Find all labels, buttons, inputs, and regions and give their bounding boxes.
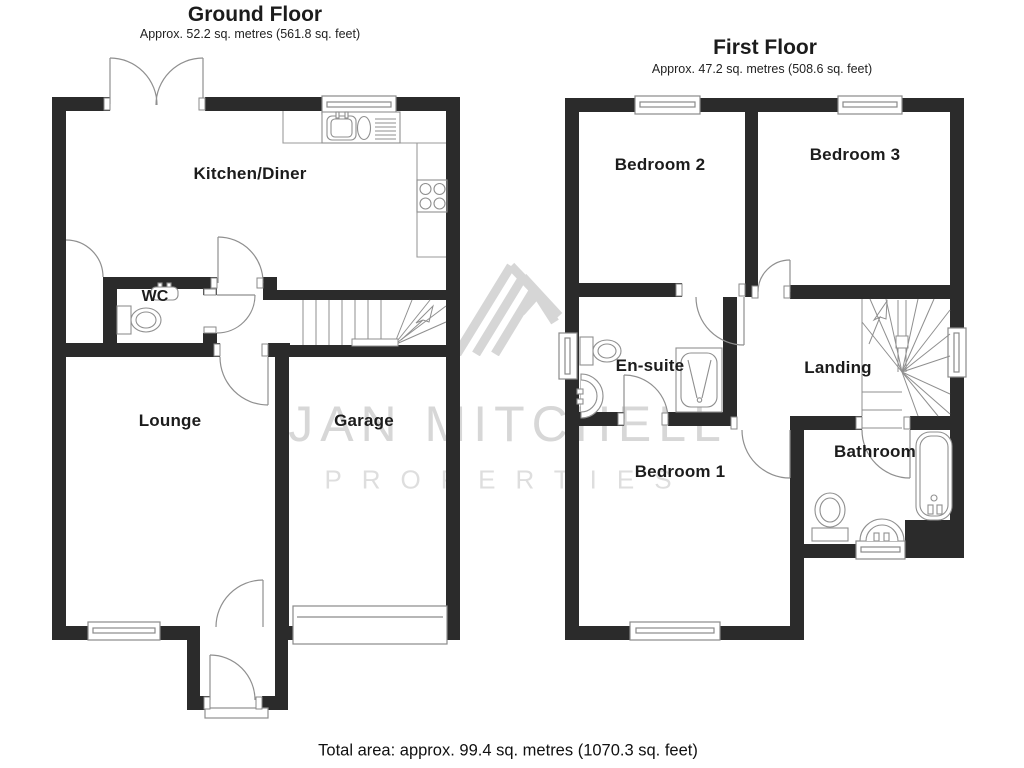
ensuite-toilet-icon bbox=[579, 336, 622, 366]
stairs-first-icon bbox=[861, 298, 951, 429]
room-label-wc: WC bbox=[141, 288, 169, 305]
room-label-bedroom3: Bedroom 3 bbox=[809, 145, 901, 164]
wc-toilet-icon bbox=[116, 305, 162, 335]
front-door-swing bbox=[204, 654, 269, 719]
bedroom1-window bbox=[629, 621, 721, 641]
first-jamb-markers bbox=[617, 283, 911, 430]
ground-floor-area: Approx. 52.2 sq. metres (561.8 sq. feet) bbox=[139, 27, 361, 41]
bedroom2-window bbox=[634, 95, 701, 115]
bathroom-door-swing bbox=[861, 429, 911, 479]
ensuite-door-swing bbox=[623, 374, 669, 420]
jan-mitchell-logo bbox=[449, 250, 599, 356]
ensuite-window bbox=[558, 332, 578, 380]
bathroom-sink-icon bbox=[859, 518, 905, 542]
lounge-door-swing bbox=[219, 356, 269, 406]
hob-icon bbox=[416, 179, 448, 213]
garage-door-icon bbox=[292, 605, 448, 645]
room-label-bedroom2: Bedroom 2 bbox=[614, 155, 706, 174]
total-area-text: Total area: approx. 99.4 sq. metres (107… bbox=[318, 741, 698, 760]
stairs-window bbox=[947, 327, 967, 378]
kitchen-window bbox=[321, 95, 397, 115]
kitchen-side-door-swing bbox=[65, 239, 104, 278]
stairs-ground-icon bbox=[302, 299, 447, 347]
stairs-direction-arrow bbox=[868, 299, 888, 345]
ground-jamb-markers bbox=[103, 97, 269, 710]
ensuite-sink-icon bbox=[576, 373, 604, 419]
ground-floor-title: Ground Floor bbox=[187, 3, 323, 26]
watermark-name: JAN MITCHELL bbox=[288, 396, 728, 452]
first-floor-title: First Floor bbox=[713, 36, 817, 59]
room-label-lounge: Lounge bbox=[138, 411, 202, 430]
lounge-window bbox=[87, 621, 161, 641]
ground-floor-doors bbox=[65, 236, 269, 719]
bedroom1-door-swing bbox=[741, 429, 791, 479]
watermark-tagline: PROPERTIES bbox=[324, 464, 692, 495]
bedroom3-window bbox=[837, 95, 903, 115]
french-doors-icon bbox=[109, 57, 204, 106]
ground-floor-windows bbox=[87, 95, 397, 641]
hall-door-swing bbox=[215, 579, 264, 628]
kitchen-sink-icon bbox=[321, 111, 401, 144]
wc-sink-icon bbox=[150, 282, 179, 301]
first-floor-area: Approx. 47.2 sq. metres (508.6 sq. feet) bbox=[651, 62, 873, 76]
stairs-direction-arrow bbox=[400, 304, 434, 341]
kitchen-door-swing bbox=[217, 236, 264, 284]
wc-door-swing bbox=[216, 294, 256, 334]
room-label-bathroom: Bathroom bbox=[834, 442, 916, 461]
bathtub-icon bbox=[915, 431, 953, 521]
room-label-garage: Garage bbox=[334, 411, 394, 430]
first-floor-windows bbox=[558, 95, 967, 641]
room-label-kitchen-diner: Kitchen/Diner bbox=[193, 164, 307, 183]
room-label-ensuite: En-suite bbox=[615, 356, 685, 375]
first-floor-doors bbox=[623, 259, 911, 479]
room-label-bedroom1: Bedroom 1 bbox=[634, 462, 726, 481]
shower-icon bbox=[675, 347, 723, 413]
bedroom2-door-swing bbox=[695, 296, 745, 346]
room-label-landing: Landing bbox=[804, 358, 872, 377]
bathroom-toilet-icon bbox=[811, 492, 849, 542]
